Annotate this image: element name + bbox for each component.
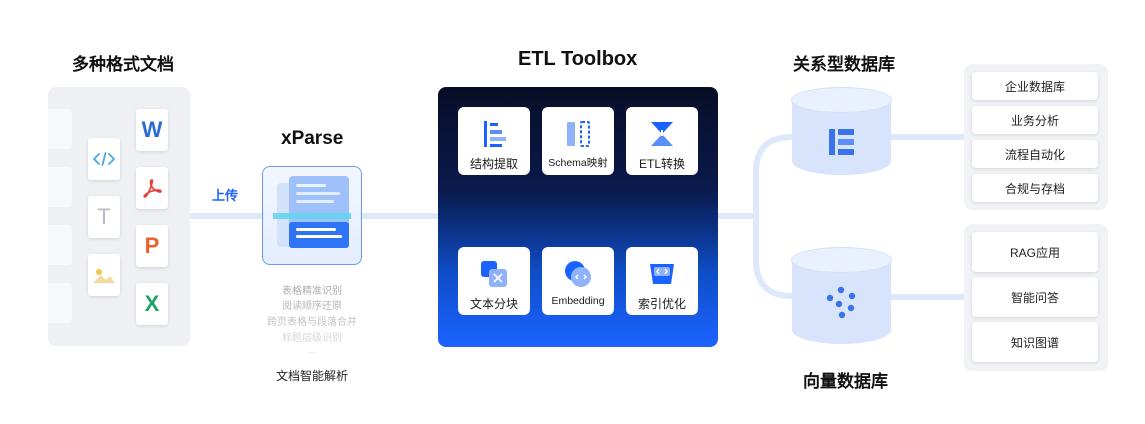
xparse-box [262, 166, 362, 265]
relational-db-top [791, 87, 892, 113]
code-file-icon [93, 152, 115, 166]
tool-label: 文本分块 [469, 297, 518, 311]
documents-panel: T W P X [48, 87, 190, 346]
tool-label: Embedding [551, 295, 605, 307]
vector-db-body [792, 259, 891, 344]
xparse-feature: 表格精准识别 [282, 286, 342, 297]
xparse-feature: 跨页表格与段落合并 [267, 317, 357, 328]
connector-xparse-etl [362, 213, 438, 219]
excel-file-card: X [136, 283, 168, 325]
xparse-caption: 文档智能解析 [275, 369, 349, 383]
xparse-title: xParse [281, 128, 344, 149]
relational-use-panel: 企业数据库 业务分析 流程自动化 合规与存档 [964, 64, 1108, 210]
etl-transform-icon [651, 122, 673, 146]
branch-connector [753, 134, 798, 299]
use-case-item: 流程自动化 [972, 140, 1098, 168]
excel-file-icon: X [144, 291, 160, 316]
faded-doc [48, 167, 72, 207]
embedding-icon [565, 261, 591, 287]
tool-embedding: Embedding [542, 247, 614, 315]
connector-etl-split [718, 213, 758, 219]
use-case-item: 合规与存档 [972, 174, 1098, 202]
word-file-icon: W [141, 117, 163, 142]
structure-extract-icon [484, 121, 506, 147]
tool-label: Schema映射 [548, 157, 608, 169]
xparse-ellipsis: ... [307, 345, 317, 356]
use-case-item: 智能问答 [972, 277, 1098, 317]
tool-label: 索引优化 [637, 297, 686, 311]
code-file-card [88, 138, 120, 180]
image-file-icon [93, 269, 115, 283]
text-chunk-icon [481, 261, 507, 287]
xparse-feature: 阅读顺序还原 [282, 301, 342, 312]
faded-doc [48, 283, 72, 323]
tool-index-optimization: 索引优化 [626, 247, 698, 315]
use-case-item: 业务分析 [972, 106, 1098, 134]
index-optimize-icon [650, 264, 674, 284]
image-file-card [88, 254, 120, 296]
tool-schema-mapping: Schema映射 [542, 107, 614, 175]
tool-label: ETL转换 [638, 157, 685, 171]
pdf-file-card [136, 167, 168, 209]
connector-vdb-panel [890, 294, 964, 300]
connector-rdb-panel [890, 134, 964, 140]
etl-title: ETL Toolbox [518, 48, 638, 70]
etl-toolbox-panel: 结构提取 Schema映射 ETL转换 文本分块 Embedding [438, 87, 718, 347]
tool-label: 结构提取 [469, 157, 518, 171]
powerpoint-file-icon: P [144, 233, 160, 258]
docs-title: 多种格式文档 [72, 55, 174, 74]
document-parse-icon [273, 176, 351, 248]
xparse-feature: 标题层级识别 [282, 333, 342, 344]
table-icon [829, 129, 854, 155]
tool-etl-transform: ETL转换 [626, 107, 698, 175]
vector-points-icon [826, 286, 856, 319]
faded-doc [48, 109, 72, 149]
use-case-item: 企业数据库 [972, 72, 1098, 100]
upload-label: 上传 [212, 188, 239, 203]
text-file-card: T [88, 196, 120, 238]
faded-doc [48, 225, 72, 265]
connector-docs-xparse [190, 213, 263, 219]
relational-db-title: 关系型数据库 [793, 55, 895, 74]
text-file-icon: T [97, 204, 111, 229]
use-case-item: 知识图谱 [972, 322, 1098, 362]
pdf-file-icon [143, 179, 162, 198]
use-case-item: RAG应用 [972, 232, 1098, 272]
tool-text-chunking: 文本分块 [458, 247, 530, 315]
vector-use-panel: RAG应用 智能问答 知识图谱 [964, 224, 1108, 371]
powerpoint-file-card: P [136, 225, 168, 267]
tool-structure-extraction: 结构提取 [458, 107, 530, 175]
vector-db-title: 向量数据库 [803, 372, 888, 391]
schema-map-icon [567, 121, 590, 147]
word-file-card: W [136, 109, 168, 151]
vector-db-top [791, 247, 892, 273]
